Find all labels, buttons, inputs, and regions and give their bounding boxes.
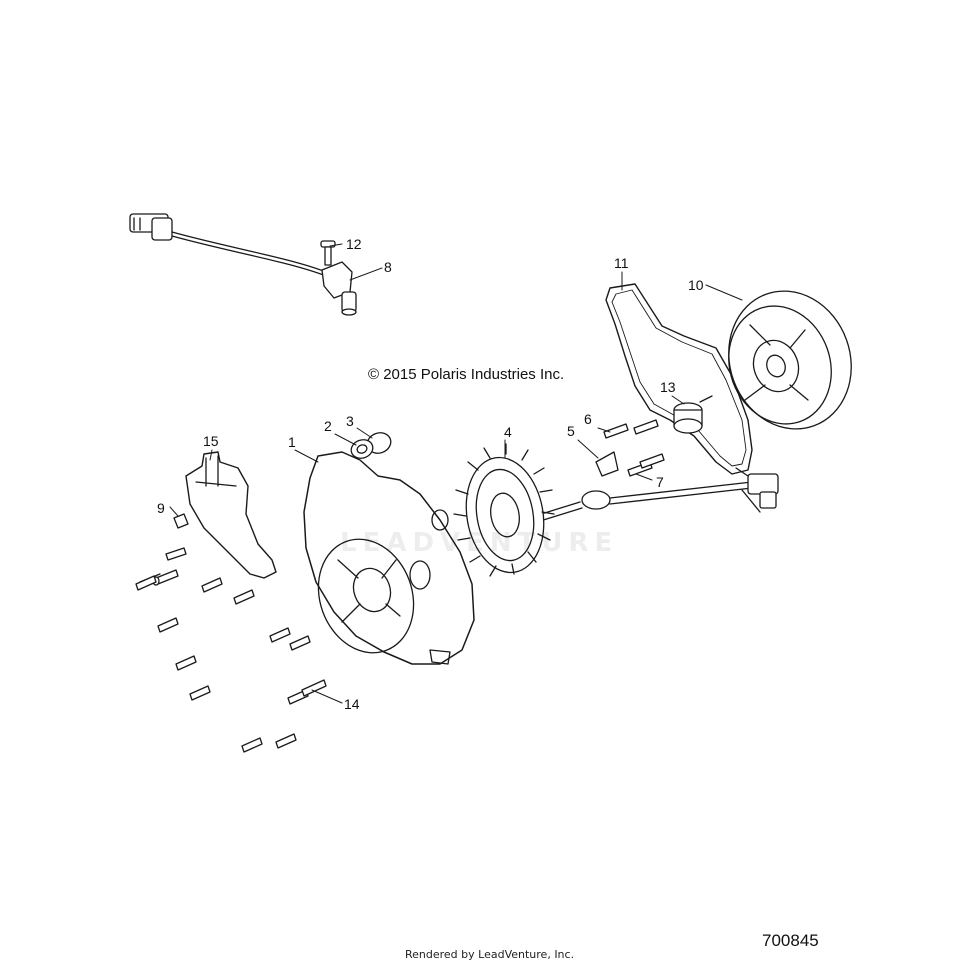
small-screw-part[interactable]: [173, 513, 189, 529]
callout-3: 3: [346, 413, 354, 429]
callout-7: 7: [656, 474, 664, 490]
stator-part[interactable]: [453, 443, 555, 579]
callout-8: 8: [384, 259, 392, 275]
cover-bolts-part[interactable]: [135, 547, 327, 753]
stator-cover-part[interactable]: [303, 451, 475, 666]
dowel-part[interactable]: [673, 395, 713, 434]
clamp-part[interactable]: [595, 451, 665, 477]
callout-labels: 1 2 3 4 5 6 7 8 9 10 11 12 13 14 15: [157, 236, 704, 712]
copyright-text: © 2015 Polaris Industries Inc.: [368, 366, 565, 383]
callout-15: 15: [203, 433, 219, 449]
watermark: LEADVENTURE: [340, 528, 619, 558]
bracket-part[interactable]: [185, 451, 277, 579]
render-credit: Rendered by LeadVenture, Inc.: [405, 948, 575, 961]
flywheel-part[interactable]: [710, 274, 871, 447]
callout-2: 2: [324, 418, 332, 434]
bearing-part[interactable]: [349, 437, 376, 461]
callout-6: 6: [584, 411, 592, 427]
gasket-part[interactable]: [605, 283, 753, 475]
sensor-bolt-part[interactable]: [320, 240, 336, 266]
callout-14: 14: [344, 696, 360, 712]
stator-harness: [521, 467, 779, 527]
callout-12: 12: [346, 236, 362, 252]
speed-sensor-part[interactable]: [129, 213, 357, 316]
leader-lines: [169, 243, 743, 704]
callout-9: 9: [157, 500, 165, 516]
callout-4: 4: [504, 424, 512, 440]
stator-bolts-part[interactable]: [603, 419, 659, 439]
callout-11: 11: [614, 255, 629, 271]
callout-13: 13: [660, 379, 676, 395]
callout-5: 5: [567, 423, 575, 439]
callout-10: 10: [688, 277, 704, 293]
diagram-number: 700845: [762, 931, 819, 950]
callout-1: 1: [288, 434, 296, 450]
